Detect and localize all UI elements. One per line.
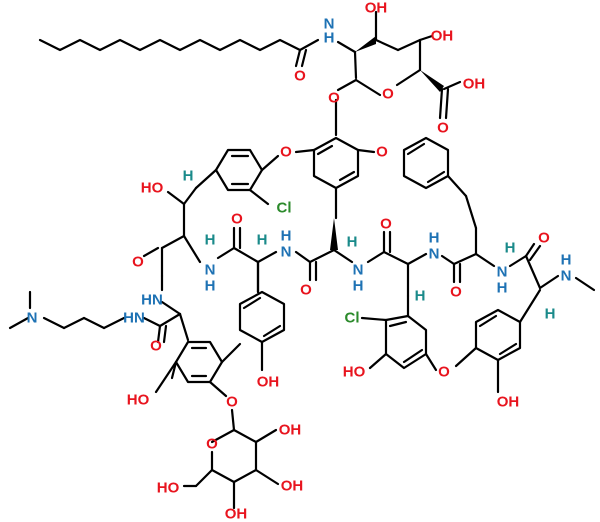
amide-n-label: N — [497, 264, 508, 281]
chlorine-right-label: Cl — [345, 310, 360, 327]
sugar-oh-label: OH — [225, 506, 248, 522]
sugar-oh-label: OH — [279, 422, 302, 439]
left-chlorophenyl-ring — [194, 148, 280, 206]
amide-nh-label: HN — [123, 310, 145, 327]
mannose-ring — [182, 408, 280, 510]
ether-oxygen-label: O — [438, 364, 450, 381]
stereo-h-label: H — [257, 232, 268, 249]
amide-oxygen-label: O — [300, 282, 312, 299]
sugar-oh-label: OH — [431, 28, 454, 45]
stereo-h-label: H — [183, 168, 194, 185]
right-phenyl-ring — [402, 136, 478, 230]
right-hydroxyphenyl-ring — [454, 288, 542, 394]
ring-oxygen-label: O — [206, 436, 218, 453]
stereo-h-label: H — [505, 240, 516, 257]
glycosidic-oxygen-label: O — [328, 90, 340, 107]
stereo-h-label: H — [415, 288, 426, 305]
beta-hydroxy-side — [166, 186, 198, 238]
amide-n-label: N — [429, 246, 440, 263]
ether-oxygen-left-label: O — [280, 144, 292, 161]
phenol-oh-label: OH — [257, 374, 280, 391]
phenol-oh-label: OH — [497, 394, 520, 411]
central-aromatic-ring — [294, 136, 376, 220]
ring-oxygen-label: O — [382, 86, 394, 103]
glycosidic-oxygen-label: O — [226, 394, 238, 411]
amide-oxygen-label: O — [380, 216, 392, 233]
amide-oxygen-label: O — [132, 254, 144, 271]
benzylic-oh-label: HO — [141, 180, 164, 197]
amide-nh-label: H — [205, 278, 216, 295]
carboxyl-oh-label: OH — [463, 76, 486, 93]
amide-n-label: N — [353, 262, 364, 279]
middle-hydroxyphenyl-ring — [238, 260, 286, 372]
stereo-h-label: H — [205, 232, 216, 249]
ether-oxygen-right-label: O — [376, 144, 388, 161]
dimethylamino-n-label: N — [27, 310, 38, 327]
acyl-chain — [38, 38, 320, 68]
amide-nh-label: H — [281, 228, 292, 245]
sugar-oh-label: OH — [281, 478, 304, 495]
sugar-oh-label: OH — [365, 0, 388, 17]
amide-n-label: N — [324, 16, 335, 33]
amide-nh-label: HN — [141, 292, 163, 309]
amide-nh-label: H — [497, 280, 508, 297]
amide-nh-label: H — [353, 278, 364, 295]
methylamine-h-label: H — [561, 252, 572, 269]
methylamine-n-label: N — [561, 268, 572, 285]
amide-n-label: N — [205, 262, 216, 279]
amide-oxygen-label: O — [231, 211, 243, 228]
stereo-h-label: H — [545, 306, 556, 323]
peptide-backbone — [142, 218, 596, 298]
hydroxymethyl-ho-label: HO — [157, 480, 180, 497]
amide-n-label: N — [281, 244, 292, 261]
dimethylaminopropyl-chain — [8, 274, 182, 344]
glucuronic-ring — [334, 10, 462, 137]
phenol-ho-label: HO — [127, 392, 150, 409]
phenol-ho-label: HO — [343, 364, 366, 381]
chlororesorcinol-ring — [360, 294, 438, 372]
amide-oxygen-label: O — [538, 230, 550, 247]
amide-oxygen-label: O — [450, 284, 462, 301]
carboxyl-oxygen-label: O — [437, 120, 449, 137]
carbonyl-oxygen-label: O — [294, 68, 306, 85]
chlorine-left-label: Cl — [277, 200, 292, 217]
amide-nh-label: H — [429, 230, 440, 247]
left-resorcinol-ring — [154, 312, 242, 398]
amide-nh-label: H — [324, 30, 335, 47]
stereo-h-label: H — [347, 234, 358, 251]
amide-oxygen-label: O — [150, 338, 162, 355]
